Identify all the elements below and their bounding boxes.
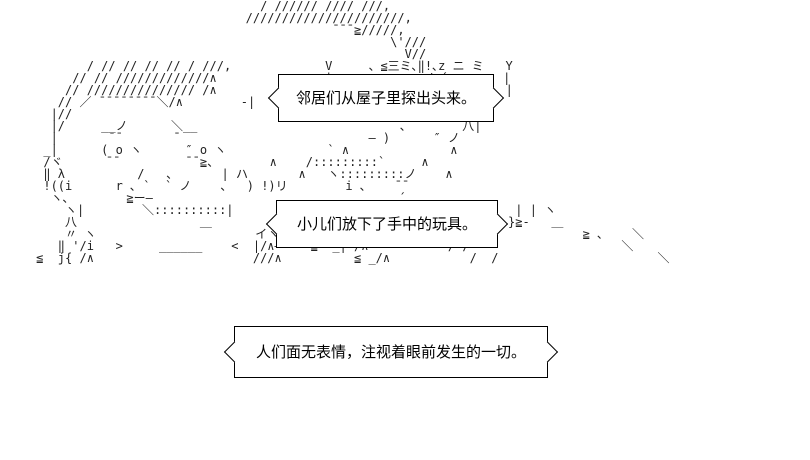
caption-text-children: 小儿们放下了手中的玩具。 [296,215,477,233]
caption-box-people: 人们面无表情，注视着眼前发生的一切。 [234,326,548,378]
caption-box-children: 小儿们放下了手中的玩具。 [276,200,498,248]
caption-box-neighbors: 邻居们从屋子里探出头来。 [278,74,494,122]
caption-text-people: 人们面无表情，注视着眼前发生的一切。 [255,343,526,361]
caption-text-neighbors: 邻居们从屋子里探出头来。 [295,89,476,107]
